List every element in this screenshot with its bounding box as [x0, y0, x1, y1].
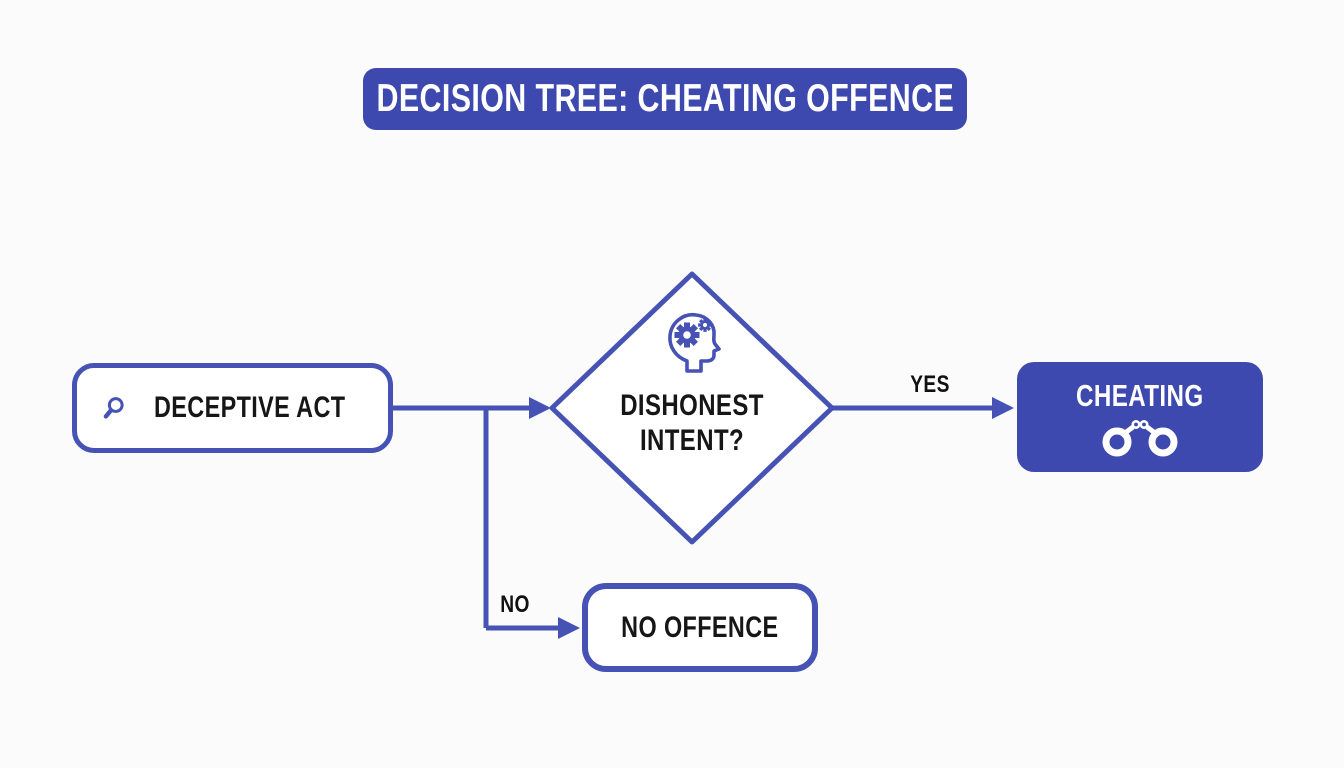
node-dishonest-intent-label: DISHONEST INTENT? — [620, 389, 764, 458]
head-gears-icon — [668, 312, 721, 373]
handcuffs-icon — [1102, 419, 1178, 456]
node-no-offence-label: NO OFFENCE — [621, 610, 779, 644]
edge-label-yes: YES — [910, 371, 950, 398]
decision-diamond — [549, 271, 835, 545]
node-cheating-label: CHEATING — [1076, 377, 1204, 413]
node-deceptive-act: DECEPTIVE ACT — [72, 363, 393, 453]
title-banner: DECISION TREE: CHEATING OFFENCE — [363, 68, 967, 130]
node-deceptive-act-label: DECEPTIVE ACT — [153, 391, 346, 424]
page-title: DECISION TREE: CHEATING OFFENCE — [376, 77, 954, 120]
magnifier-icon — [103, 397, 124, 419]
node-cheating: CHEATING — [1017, 362, 1263, 472]
edge-label-no: NO — [500, 591, 530, 618]
node-no-offence: NO OFFENCE — [582, 583, 818, 672]
